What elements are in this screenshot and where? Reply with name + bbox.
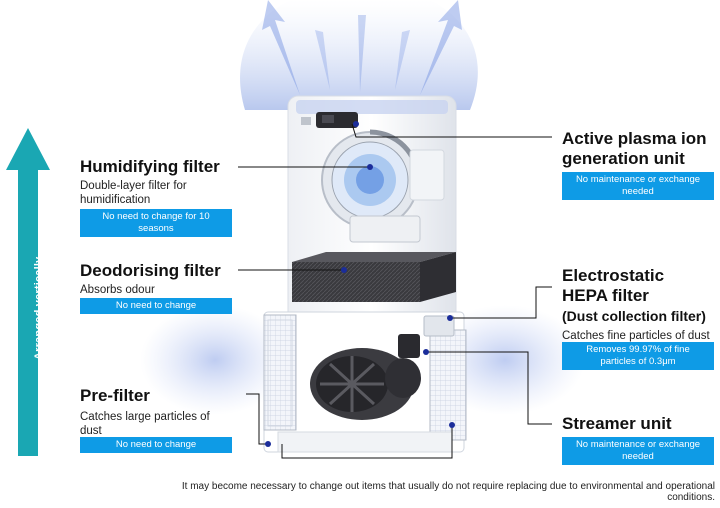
deodorising-filter-badge: No need to change	[80, 298, 232, 314]
humidifying-filter-description-1: Double-layer filter for	[80, 180, 187, 192]
ion-generation-unit	[301, 112, 358, 128]
hepa-filter-badge: Removes 99.97% of fine particles of 0.3μ…	[562, 342, 714, 370]
hepa-filter-badge-line-1: Removes 99.97% of fine	[586, 344, 690, 355]
hepa-filter-title-2: HEPA filter	[562, 286, 649, 305]
humidifying-filter-badge: No need to change for 10 seasons	[80, 209, 232, 237]
streamer-unit-title: Streamer unit	[562, 414, 672, 433]
airflow-left	[140, 305, 290, 415]
hepa-filter	[423, 315, 467, 441]
footnote: It may become necessary to change out it…	[181, 481, 715, 503]
ion-unit-title-2: generation unit	[562, 149, 685, 168]
streamer-unit-callout: Streamer unit	[562, 414, 672, 434]
humidifying-filter-wheel	[321, 129, 421, 229]
fan-motor	[310, 348, 421, 420]
hepa-filter-title-1: Electrostatic	[562, 266, 665, 285]
pre-filter-panel	[263, 314, 297, 431]
streamer-unit	[398, 334, 420, 358]
ion-unit-callout: Active plasma ion generation unit	[562, 129, 707, 169]
hepa-filter-subtitle: (Dust collection filter)	[562, 308, 706, 324]
pre-filter-callout: Pre-filter Catches large particles of du…	[80, 386, 210, 438]
leader-dots	[265, 121, 455, 447]
leader-lines	[238, 123, 552, 459]
deodorising-filter-description: Absorbs odour	[80, 284, 155, 296]
humidifying-filter-callout: Humidifying filter Double-layer filter f…	[80, 157, 220, 207]
vertical-arrow	[6, 128, 50, 456]
hepa-filter-callout: Electrostatic HEPA filter (Dust collecti…	[562, 266, 710, 343]
pre-filter-title: Pre-filter	[80, 386, 150, 405]
hepa-filter-description: Catches fine particles of dust	[562, 330, 710, 342]
streamer-unit-badge: No maintenance or exchange needed	[562, 437, 714, 465]
arrow-label: Arranged vertically	[33, 256, 45, 360]
humidifying-filter-description-2: humidification	[80, 194, 151, 206]
hepa-filter-badge-line-2: particles of 0.3μm	[600, 356, 676, 367]
deodorising-filter	[292, 252, 456, 302]
airflow-top	[240, 0, 478, 110]
ion-unit-title-1: Active plasma ion	[562, 129, 707, 148]
pre-filter-description-2: dust	[80, 425, 102, 437]
deodorising-filter-title: Deodorising filter	[80, 261, 221, 280]
pre-filter-badge: No need to change	[80, 437, 232, 453]
pre-filter-description-1: Catches large particles of	[80, 411, 210, 423]
deodorising-filter-callout: Deodorising filter Absorbs odour	[80, 261, 221, 297]
humidifying-filter-title: Humidifying filter	[80, 157, 220, 176]
ion-unit-badge: No maintenance or exchange needed	[562, 172, 714, 200]
